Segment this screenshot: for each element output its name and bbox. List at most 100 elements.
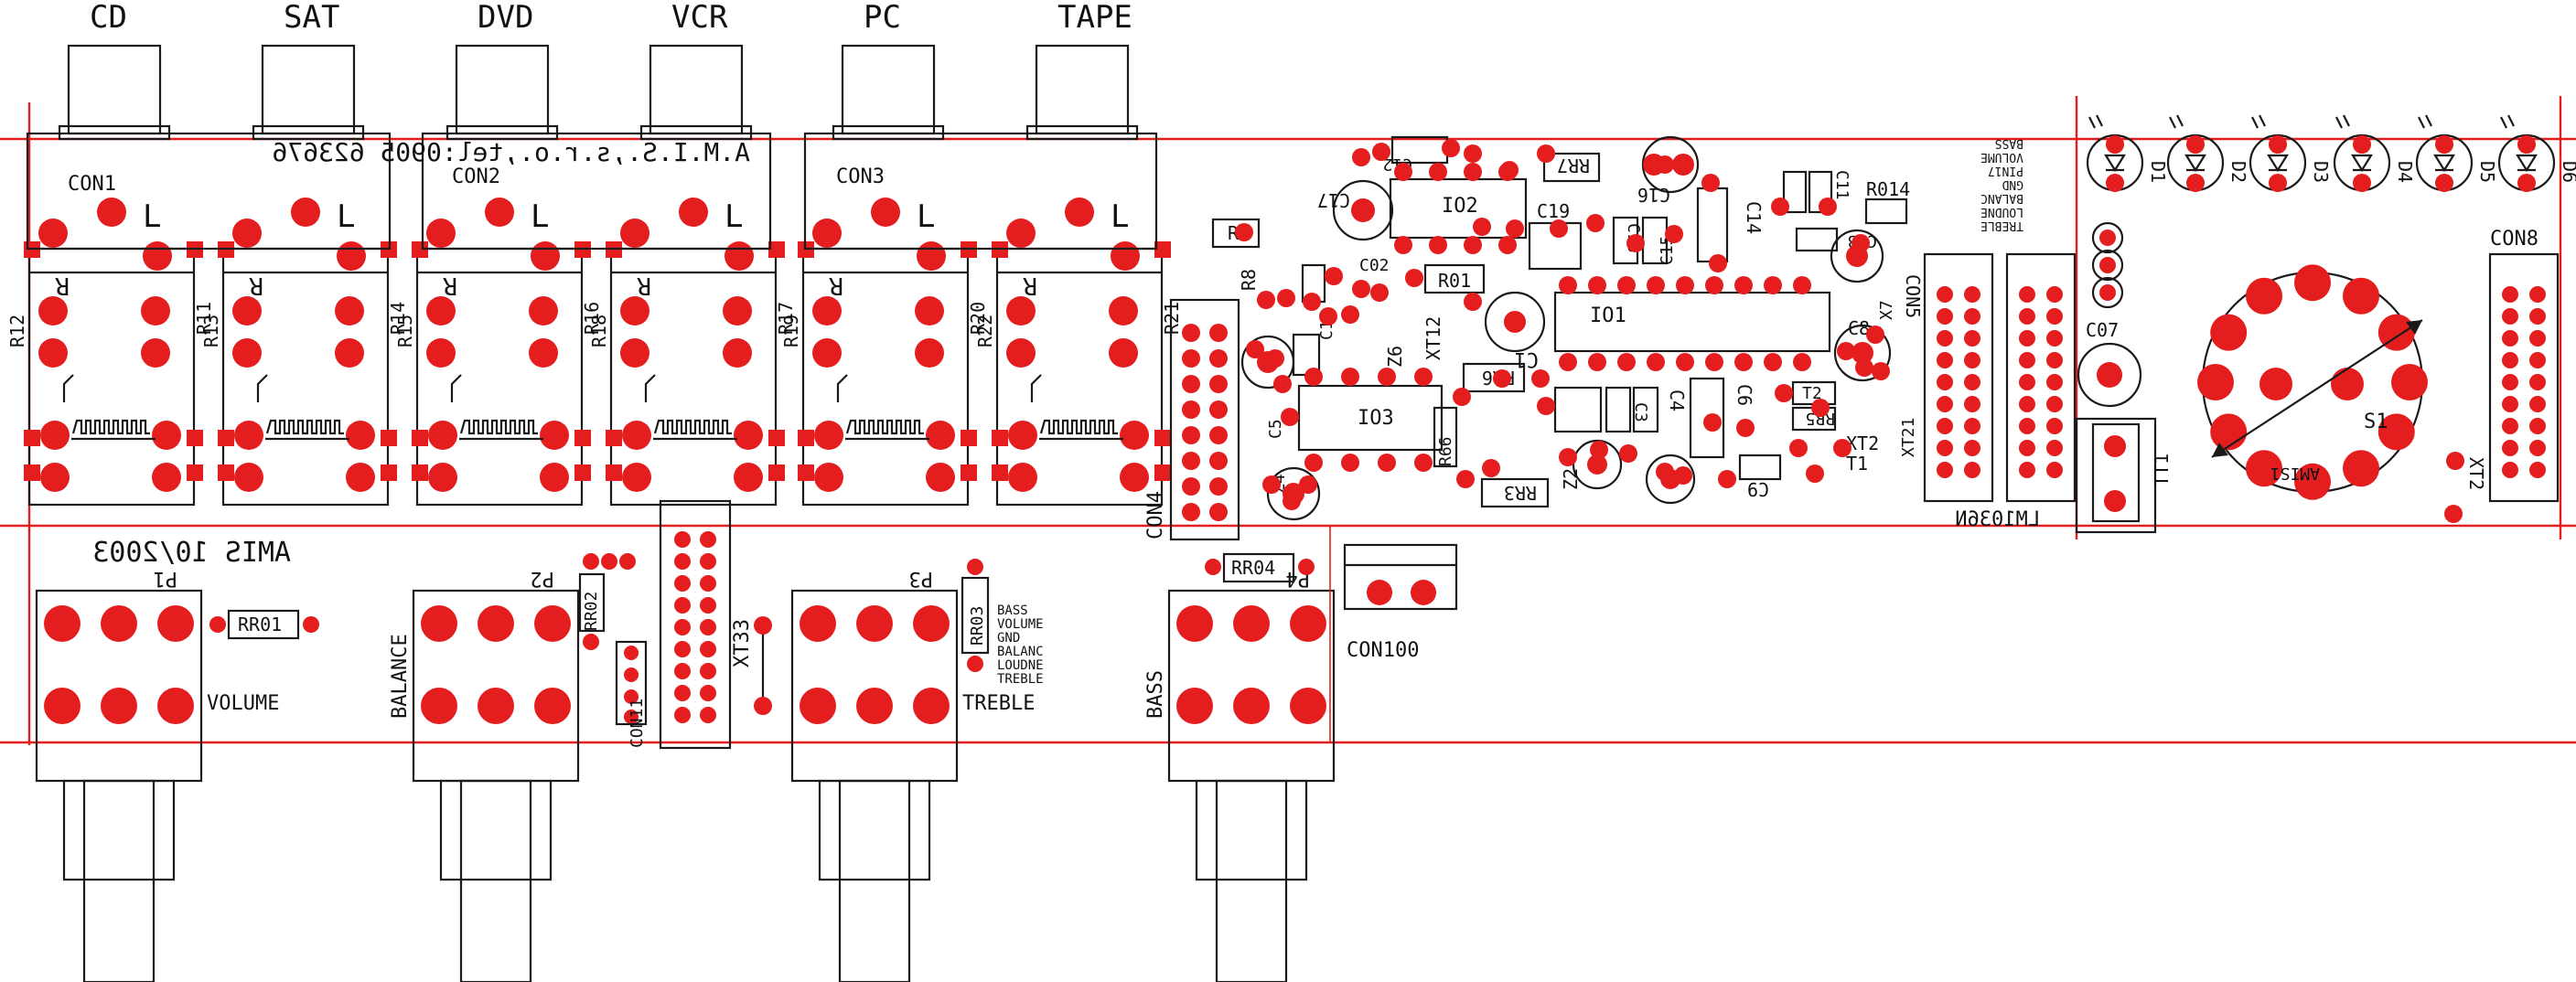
con3-label: CON3 — [836, 165, 885, 188]
component-pad — [1456, 470, 1475, 488]
jack-right-label: R — [1023, 272, 1037, 299]
jack-pad — [152, 463, 181, 492]
pot-pad — [101, 688, 137, 724]
xt33-pin — [674, 707, 691, 723]
xt33-pin — [700, 531, 716, 548]
xt33-pin — [674, 553, 691, 570]
jack-square-pad — [187, 430, 203, 446]
con8-pin — [2529, 374, 2546, 390]
con11-pin — [624, 646, 639, 660]
jack-pad — [426, 219, 456, 248]
lm-pin — [2046, 462, 2063, 478]
jack-pad — [814, 463, 843, 492]
jack-pad — [232, 296, 262, 326]
jack-spring — [459, 419, 538, 435]
component-pad — [1262, 475, 1281, 494]
jack-pad — [1008, 463, 1037, 492]
component-pad — [1709, 254, 1727, 272]
jack-square-pad — [992, 430, 1008, 446]
xt33-label: XT33 — [731, 619, 754, 667]
pot-pad — [1290, 688, 1326, 724]
xt2-label: XT2 — [1846, 432, 1879, 454]
component-pad — [1793, 276, 1811, 294]
component-pad — [1852, 342, 1873, 364]
xt33-pin — [674, 575, 691, 592]
company-header-text: A.M.I.S.,s.r.o.,tel:0905 623676 — [272, 137, 750, 167]
rr02-label: RR02 — [582, 592, 601, 631]
func-label-right: VOLUME — [1980, 150, 2023, 164]
func-label-right: BASS — [1995, 136, 2023, 150]
input-label-dvd: DVD — [478, 0, 533, 36]
component-pad — [1734, 353, 1753, 371]
component-pad — [1586, 214, 1605, 232]
component-pad — [1352, 280, 1370, 298]
pot-pad — [157, 605, 194, 642]
r66-label: R66 — [1436, 436, 1455, 466]
jack-pad — [723, 338, 752, 368]
led-label: D3 — [2310, 161, 2332, 183]
component-pad — [1619, 444, 1637, 463]
lm-pin — [1964, 440, 1980, 456]
jack-pad — [622, 463, 651, 492]
r8-label: R8 — [1238, 269, 1260, 291]
component-pad — [1429, 163, 1447, 181]
con8-pin — [2502, 308, 2518, 325]
lm1036n-label: LM1036N — [1955, 508, 2040, 531]
con1-frame — [26, 132, 392, 251]
jack-pad — [1006, 219, 1036, 248]
pot-neck — [439, 779, 553, 881]
component-pad — [1273, 375, 1292, 393]
jack-pad — [926, 463, 955, 492]
component-pad — [1559, 276, 1577, 294]
jack-square-pad — [381, 430, 397, 446]
pot-shaft — [459, 779, 532, 982]
xt33-pin — [674, 597, 691, 614]
jack-pad — [346, 463, 375, 492]
component-pad — [1647, 276, 1665, 294]
jack-pad — [917, 241, 946, 271]
pot-shaft — [838, 779, 911, 982]
led-pad — [2186, 135, 2205, 154]
pot-id-label: P1 — [154, 567, 178, 590]
c6-label: C6 — [1733, 384, 1755, 406]
component-pad — [1235, 223, 1253, 241]
jack-square-pad — [768, 241, 785, 258]
con4-pin — [1182, 324, 1200, 342]
component-pad — [1789, 439, 1808, 457]
jack-square-pad — [961, 430, 977, 446]
rr7-label: RR7 — [1557, 155, 1590, 176]
jack-right-label: R — [829, 272, 843, 299]
jack-pad — [812, 219, 842, 248]
lm-pin — [1964, 308, 1980, 325]
con11-pin — [624, 667, 639, 682]
jack-right-label: R — [637, 272, 651, 299]
lm-pin — [1937, 374, 1953, 390]
jack-resistor-label: R11 — [193, 302, 215, 335]
lm-pin — [1937, 308, 1953, 325]
c19-label: C19 — [1537, 200, 1570, 222]
c07-label: C07 — [2086, 319, 2119, 341]
selector-pad — [2331, 368, 2364, 400]
input-label-sat: SAT — [284, 0, 339, 36]
selector-pad — [2377, 413, 2415, 451]
amis1-label: AMIS1 — [2270, 464, 2320, 483]
component-pad — [1705, 353, 1723, 371]
component-pad — [1498, 236, 1517, 254]
rr5-label: RR5 — [1805, 409, 1835, 428]
led-label: D4 — [2394, 161, 2416, 183]
component-pad — [1660, 469, 1680, 489]
jack-left-label: L — [143, 198, 161, 235]
component-pad — [1303, 293, 1321, 311]
jack-left-label: L — [1111, 198, 1129, 235]
lm-pin — [1964, 352, 1980, 368]
jack-left-label: L — [337, 198, 355, 235]
component-pad — [1806, 464, 1824, 483]
lm-pin — [2019, 352, 2035, 368]
lm-pin — [2046, 308, 2063, 325]
selector-pad — [2294, 264, 2331, 302]
pot-pad — [478, 688, 514, 724]
component-pad — [1257, 351, 1279, 373]
con8-pin — [2502, 352, 2518, 368]
lm-pin — [1964, 374, 1980, 390]
func-label-right: GND — [2002, 177, 2023, 191]
